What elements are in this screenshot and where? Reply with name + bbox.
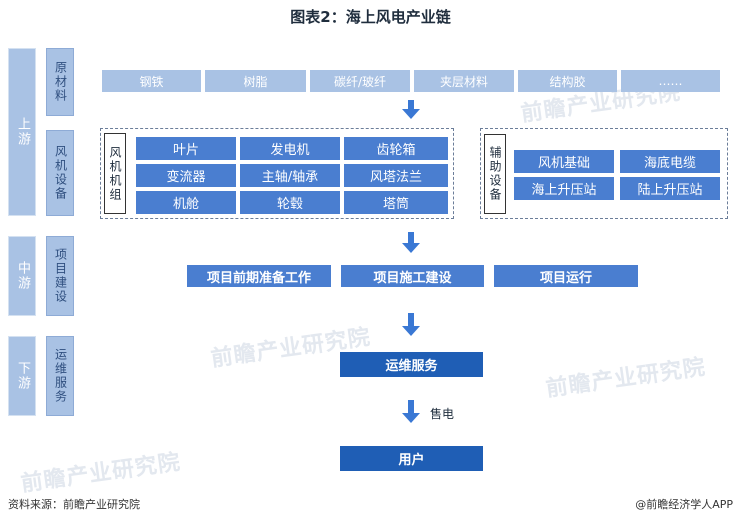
operation-services-box: 运维服务: [340, 352, 483, 377]
component-gearbox: 齿轮箱: [344, 137, 448, 160]
project-operation: 项目运行: [494, 265, 638, 287]
source-note: 资料来源：前瞻产业研究院: [8, 498, 140, 511]
arrow-down-icon: [402, 313, 420, 337]
material-adhesive: 结构胶: [518, 70, 617, 92]
category-materials: 原材料: [46, 48, 74, 116]
component-blade: 叶片: [136, 137, 236, 160]
project-preparation: 项目前期准备工作: [187, 265, 331, 287]
component-generator: 发电机: [240, 137, 340, 160]
aux-offshore-substation: 海上升压站: [514, 177, 614, 200]
brand-credit: @前瞻经济学人APP: [635, 498, 733, 511]
project-construction: 项目施工建设: [341, 265, 484, 287]
watermark: 前瞻产业研究院: [544, 354, 708, 403]
material-steel: 钢铁: [102, 70, 201, 92]
user-box: 用户: [340, 446, 483, 471]
component-hub: 轮毂: [240, 191, 340, 214]
aux-onshore-substation: 陆上升压站: [620, 177, 720, 200]
component-tower: 塔筒: [344, 191, 448, 214]
arrow-down-icon: [402, 400, 420, 424]
material-resin: 树脂: [205, 70, 306, 92]
material-sandwich: 夹层材料: [414, 70, 514, 92]
stage-upstream: 上游: [8, 48, 36, 216]
auxiliary-group: [480, 128, 728, 219]
category-wind-equipment: 风机设备: [46, 130, 74, 216]
turbine-group: [100, 128, 454, 219]
chart-title: 图表2：海上风电产业链: [290, 8, 451, 26]
arrow-down-icon: [402, 232, 420, 254]
component-nacelle: 机舱: [136, 191, 236, 214]
stage-downstream: 下游: [8, 336, 36, 416]
watermark: 前瞻产业研究院: [19, 449, 183, 498]
turbine-label: 风机机组: [104, 133, 126, 214]
stage-midstream: 中游: [8, 236, 36, 316]
category-project-construction: 项目建设: [46, 236, 74, 316]
aux-submarine-cable: 海底电缆: [620, 150, 720, 173]
aux-foundation: 风机基础: [514, 150, 614, 173]
category-operation-services: 运维服务: [46, 336, 74, 416]
sell-power-label: 售电: [430, 407, 455, 421]
arrow-down-icon: [402, 100, 420, 120]
component-converter: 变流器: [136, 164, 236, 187]
auxiliary-label: 辅助设备: [484, 134, 506, 214]
component-shaft-bearing: 主轴/轴承: [240, 164, 340, 187]
material-more: ……: [621, 70, 720, 92]
material-fiber: 碳纤/玻纤: [310, 70, 410, 92]
component-tower-flange: 风塔法兰: [344, 164, 448, 187]
